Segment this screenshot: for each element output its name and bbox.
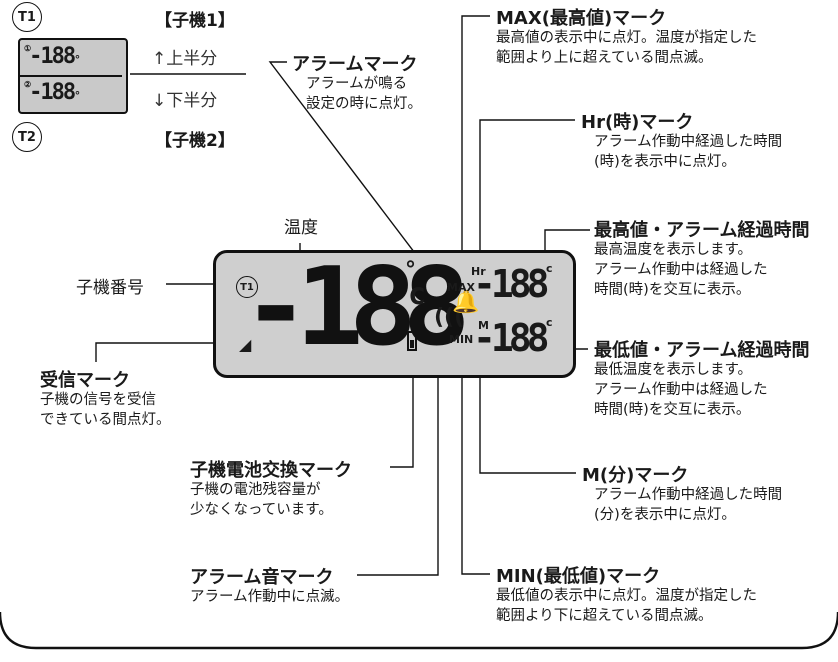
max-indicator: MAX [447,281,475,294]
min-value-title: 最低値・アラーム経過時間 [594,340,810,361]
main-unit: c [408,277,427,312]
min-value-digits: -188 [473,316,549,360]
max-mark-desc-2: 範囲より上に超えている間点滅。 [496,50,713,66]
inset-t1-icon: ① [24,44,31,53]
m-mark-title: M(分)マーク [582,465,689,486]
min-value-desc-3: 時間(時)を交互に表示。 [594,402,751,418]
main-degree-symbol: ° [405,258,416,283]
alarm-bell-icon: 🔔 [452,290,480,315]
unit2-label: 【子機2】 [155,131,235,151]
unit-number-label: 子機番号 [76,278,144,298]
inset-t2-icon: ② [24,80,31,89]
alarm-mark-title: アラームマーク [292,54,418,75]
alarm-mark-desc-2: 設定の時に点灯。 [306,96,422,112]
inset-upper-small: ° [74,53,80,66]
hr-mark-desc-1: アラーム作動中経過した時間 [594,134,783,150]
inset-upper-digits: -188 [29,44,76,69]
battery-desc-2: 少なくなっています。 [190,502,333,518]
temperature-label: 温度 [284,218,318,238]
max-mark-title: MAX(最高値)マーク [496,8,667,29]
hr-mark-desc-2: (時)を表示中に点灯。 [594,154,736,170]
battery-title: 子機電池交換マーク [190,460,352,481]
t2-text: T2 [18,129,36,145]
hr-mark-title: Hr(時)マーク [581,112,694,133]
m-mark-desc-1: アラーム作動中経過した時間 [594,487,783,503]
max-value-title: 最高値・アラーム経過時間 [594,220,810,241]
battery-level [410,340,414,348]
lcd-t1-icon: T1 [236,276,258,298]
alarm-sound-desc-1: アラーム作動中に点滅。 [190,589,350,605]
t2-badge: T2 [12,122,42,152]
reception-icon: ◢ [239,335,252,354]
max-mark-desc-1: 最高値の表示中に点灯。温度が指定した [496,30,757,46]
battery-icon [407,331,417,351]
min-value-desc-2: アラーム作動中は経過した [594,382,768,398]
unit1-label: 【子機1】 [155,11,235,31]
m-mark-desc-2: (分)を表示中に点灯。 [594,507,736,523]
upper-half-label: ↑上半分 [152,49,218,69]
main-lcd [213,250,576,378]
lower-half-label: ↓下半分 [152,91,218,111]
t1-badge: T1 [12,2,42,32]
min-mark-desc-2: 範囲より下に超えている間点滅。 [496,608,713,624]
m-indicator: M [478,319,489,332]
max-value-desc-2: アラーム作動中は経過した [594,262,768,278]
inset-lower-small: ° [74,89,80,102]
battery-desc-1: 子機の電池残容量が [190,482,321,498]
max-value-desc-1: 最高温度を表示します。 [594,242,753,258]
inset-lower-digits: -188 [29,80,76,105]
inset-upper-row: ①-188° [24,44,120,72]
alarm-sound-icon: ((( [434,305,465,330]
min-mark-title: MIN(最低値)マーク [496,566,661,587]
min-indicator: MIN [449,333,474,346]
max-unit: c [546,262,553,275]
inset-lcd: ①-188° ②-188° [18,38,128,114]
reception-desc-2: できている間点灯。 [40,412,171,428]
t1-text: T1 [18,9,36,25]
inset-lower-row: ②-188° [24,80,120,108]
inset-row-divider [20,75,122,77]
reception-desc-1: 子機の信号を受信 [40,392,156,408]
max-value-digits: -188 [473,262,549,306]
min-mark-desc-1: 最低値の表示中に点灯。温度が指定した [496,588,757,604]
min-unit: c [546,316,553,329]
lcd-t1-text: T1 [240,281,254,293]
hr-indicator: Hr [471,265,486,278]
max-value-desc-3: 時間(時)を交互に表示。 [594,282,751,298]
min-value-desc-1: 最低温度を表示します。 [594,362,753,378]
main-temperature-digits: -188 [241,245,471,370]
alarm-sound-title: アラーム音マーク [190,567,334,588]
reception-title: 受信マーク [40,370,130,391]
alarm-mark-desc-1: アラームが鳴る [306,76,408,92]
